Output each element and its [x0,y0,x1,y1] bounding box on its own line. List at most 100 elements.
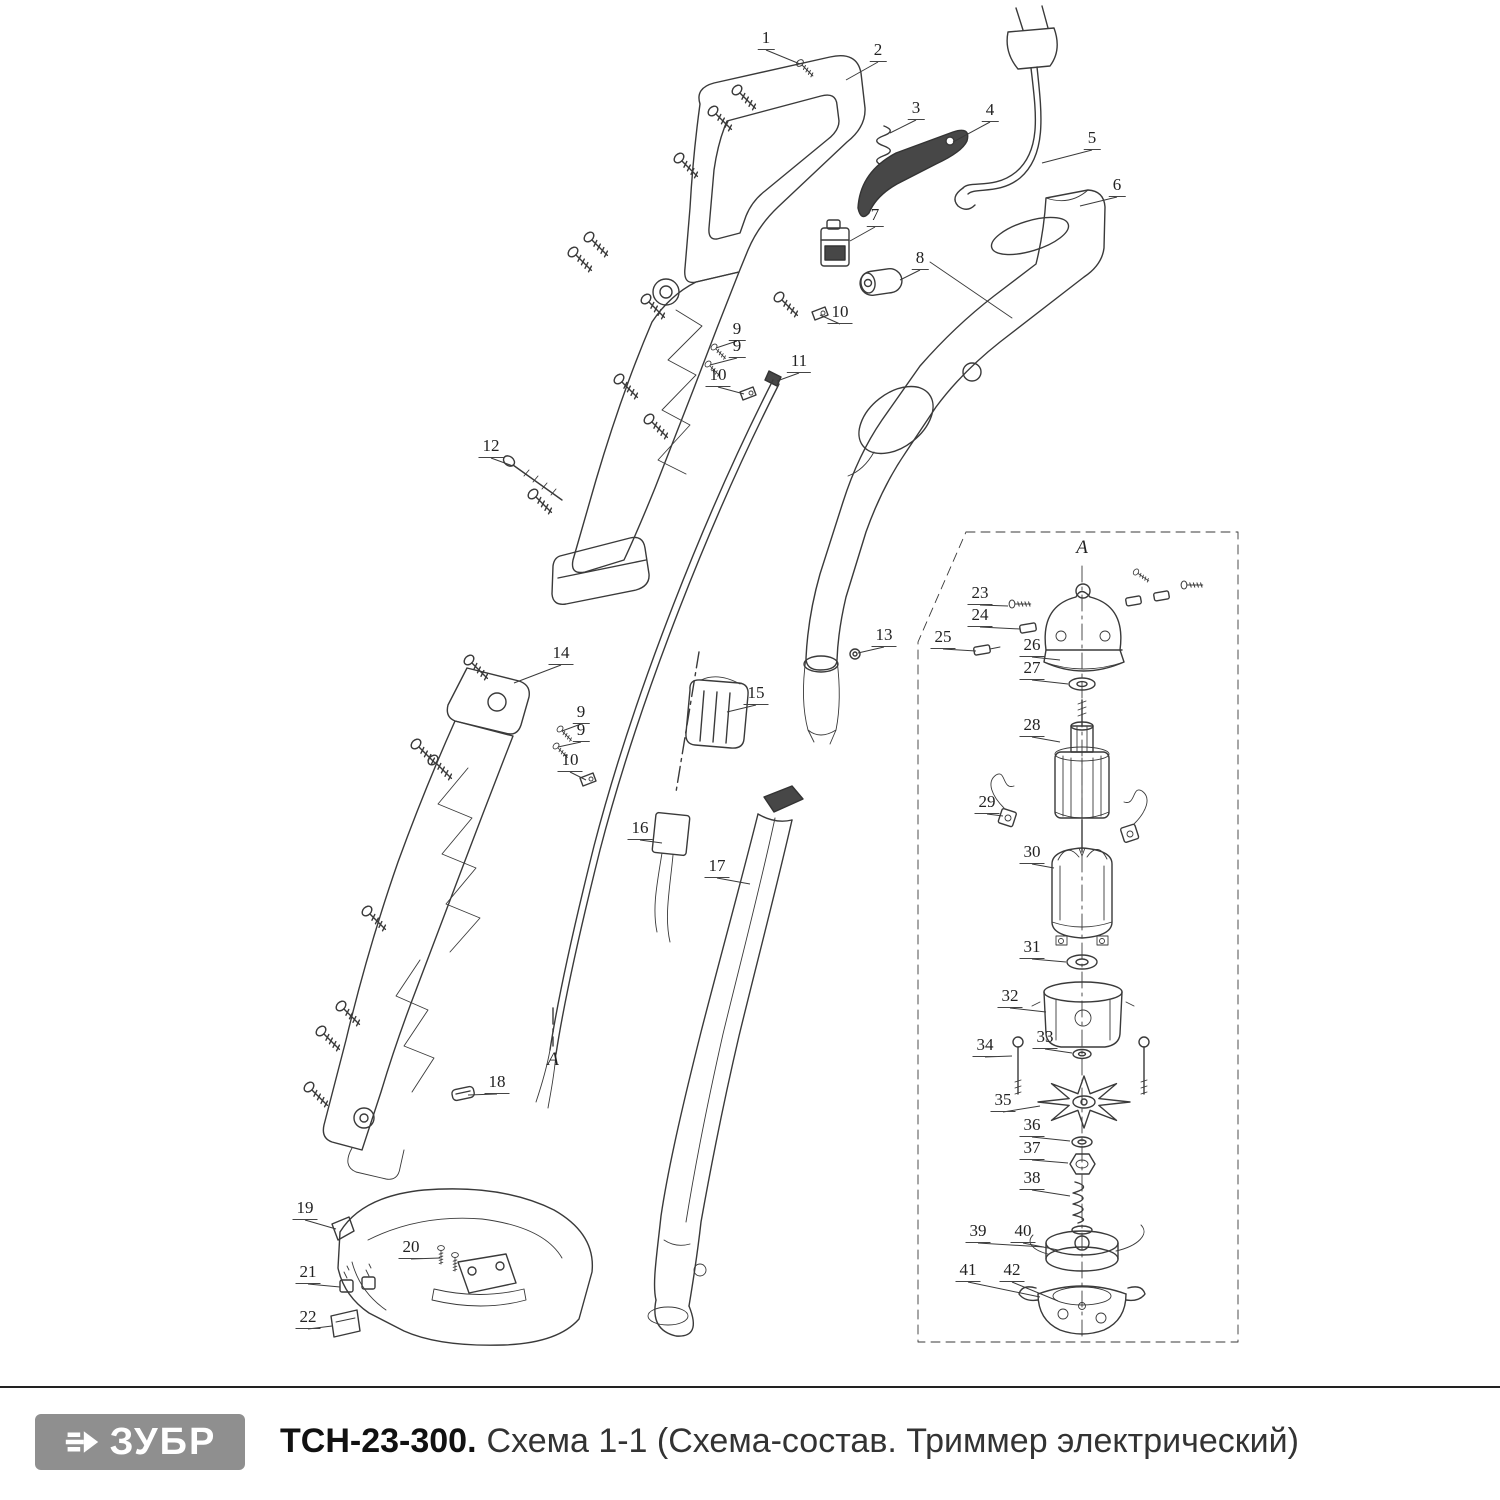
part-number-24: 24 [967,605,993,627]
boom-clamp-collar [675,651,749,793]
leader-line-7 [849,226,876,242]
switch-block [820,219,850,267]
leader-line-39 [977,1242,1045,1248]
leader-line-31 [1031,958,1067,963]
brand-logo: ЗУБР [35,1414,245,1470]
part-number-3: 3 [907,98,925,120]
caption-text: Схема 1-1 (Схема-состав. Триммер электри… [486,1422,1299,1460]
power-cord-and-plug [954,5,1058,210]
leader-line-9 [557,741,582,748]
leader-line-28 [1031,736,1061,743]
part-number-20: 20 [398,1237,424,1259]
footer: ЗУБР ТСН-23-300.Схема 1-1 (Схема-состав.… [0,1386,1500,1500]
part-number-2: 2 [869,40,887,62]
leader-line-15 [726,704,757,713]
upper-handle-housing-left-half [551,55,866,605]
leader-line-16 [639,839,663,844]
guard-shield [331,1188,594,1346]
cooling-fan [1037,1075,1131,1129]
leader-line-9 [715,340,738,349]
leader-line-3 [889,119,917,134]
leader-line-42 [1011,1281,1059,1302]
part-number-16: 16 [627,818,653,840]
leader-line-5 [1041,149,1093,164]
part-number-35: 35 [990,1090,1016,1112]
part-number-40: 40 [1010,1221,1036,1243]
axis-label-A: A [547,1049,559,1070]
leader-line-29 [986,813,1004,817]
part-number-29: 29 [974,792,1000,814]
leader-line-33 [1044,1048,1073,1054]
part-number-5: 5 [1083,128,1101,150]
leader-line-4 [952,121,991,143]
leader-line-8 [899,269,921,281]
leader-line-10 [717,386,745,395]
leader-line-32 [1009,1007,1047,1013]
part-number-41: 41 [955,1260,981,1282]
part-number-21: 21 [295,1262,321,1284]
part-number-15: 15 [743,683,769,705]
leader-line-10 [819,314,841,325]
cutting-blade [330,1309,361,1338]
motor-assembly-section [917,531,1239,1343]
part-number-19: 19 [292,1198,318,1220]
fasteners-lower-housing [301,652,597,1110]
part-number-37: 37 [1019,1138,1045,1160]
leader-line-36 [1031,1136,1071,1142]
gear-head-housing [1043,583,1125,672]
cord-grip-sleeve [859,268,903,296]
assembly-screws-long [1012,1036,1150,1095]
part-number-28: 28 [1019,715,1045,737]
part-number-30: 30 [1019,842,1045,864]
part-number-10: 10 [557,750,583,772]
model-number: ТСН-23-300. [280,1422,477,1460]
part-number-8: 8 [911,248,929,270]
part-number-31: 31 [1019,937,1045,959]
right-handle-housing-half [802,189,1106,745]
leader-line-11 [776,372,800,382]
part-number-9: 9 [728,319,746,341]
leader-line-18 [467,1093,498,1096]
part-number-14: 14 [548,643,574,665]
part-number-39: 39 [965,1221,991,1243]
capacitor-block [651,811,691,943]
part-number-13: 13 [871,625,897,647]
leader-line-2 [845,61,879,81]
leader-line-27 [1031,679,1069,685]
lower-boom-tube [647,785,804,1337]
rotor-armature [1054,699,1110,857]
trigger-lever [857,129,969,218]
part-number-42: 42 [999,1260,1025,1282]
spool-cover [1018,1285,1146,1335]
part-number-23: 23 [967,583,993,605]
part-number-17: 17 [704,856,730,878]
leader-line-19 [304,1219,337,1230]
part-number-4: 4 [981,100,999,122]
blade-clips [339,1263,376,1293]
fan-washer [1071,1136,1093,1148]
lower-bearing [1066,954,1098,970]
leader-line-12 [490,457,514,467]
leader-line-21 [307,1283,341,1288]
part-number-11: 11 [786,351,812,373]
leader-line-37 [1031,1159,1069,1164]
carbon-brushes [990,773,1148,843]
part-number-12: 12 [478,436,504,458]
cable-clips [739,306,829,401]
motor-housing-cup [1031,981,1135,1048]
leader-line-40 [1022,1242,1059,1251]
leader-line-24 [979,626,1021,630]
leader-line-17 [716,877,751,885]
axis-label-A: A [1076,537,1088,558]
leader-line-23 [979,604,1009,607]
leader-line-6 [1079,196,1118,207]
lower-boom-housing-half [322,667,530,1180]
part-number-1: 1 [757,28,775,50]
part-number-9: 9 [728,336,746,358]
leader-line-41 [967,1281,1041,1298]
part-number-18: 18 [484,1072,510,1094]
leader-line-1 [765,49,801,65]
